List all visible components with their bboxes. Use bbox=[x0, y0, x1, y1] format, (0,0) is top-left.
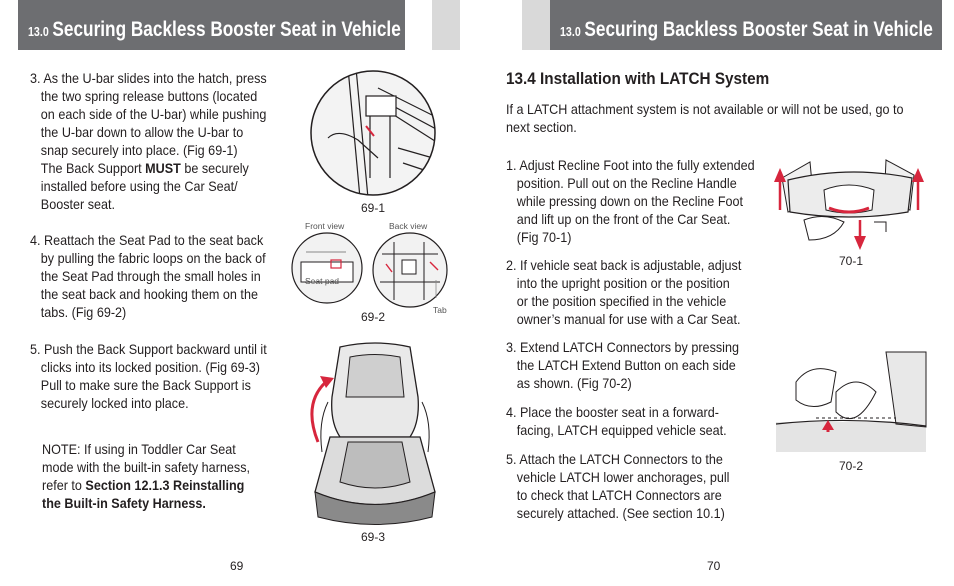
text-line: 4. Reattach the Seat Pad to the seat bac… bbox=[30, 232, 264, 248]
header-spacer-left bbox=[432, 0, 460, 50]
text-line: vehicle LATCH lower anchorages, pull bbox=[516, 469, 730, 485]
text-line: NOTE: If using in Toddler Car Seat bbox=[42, 441, 236, 457]
right-step-4: 4. Place the booster seat in a forward- … bbox=[506, 403, 727, 439]
text-line: position. Pull out on the Recline Handle bbox=[516, 175, 737, 191]
page-number-left: 69 bbox=[230, 559, 244, 573]
figure-69-3-car-seat bbox=[310, 342, 436, 525]
right-section-title: Securing Backless Booster Seat in Vehicl… bbox=[584, 18, 933, 41]
section-reference: the Built-in Safety Harness. bbox=[42, 495, 206, 511]
text-line: installed before using the Car Seat/ bbox=[40, 178, 238, 194]
tab-label: Tab bbox=[433, 305, 447, 315]
text-line: the LATCH Extend Button on each side bbox=[516, 357, 736, 373]
text-line: 3. As the U-bar slides into the hatch, p… bbox=[30, 70, 267, 86]
text-line: 5. Push the Back Support backward until … bbox=[30, 341, 267, 357]
text-line: 1. Adjust Recline Foot into the fully ex… bbox=[506, 157, 755, 173]
section-reference: Section 12.1.3 Reinstalling bbox=[85, 477, 245, 493]
text-line: snap securely into place. (Fig 69-1) bbox=[40, 142, 238, 158]
right-step-1: 1. Adjust Recline Foot into the fully ex… bbox=[506, 156, 755, 246]
right-section-number: 13.0 bbox=[560, 24, 581, 39]
figure-69-1-illustration bbox=[310, 70, 436, 196]
figure-69-2-front-view bbox=[291, 232, 363, 304]
right-step-3: 3. Extend LATCH Connectors by pressing t… bbox=[506, 338, 739, 392]
text-line: on each side of the U-bar) while pushing bbox=[40, 106, 267, 122]
text-line: tabs. (Fig 69-2) bbox=[40, 304, 127, 320]
left-note: NOTE: If using in Toddler Car Seat mode … bbox=[42, 440, 250, 512]
text-line: next section. bbox=[506, 119, 577, 135]
right-step-2: 2. If vehicle seat back is adjustable, a… bbox=[506, 256, 741, 328]
text-line: mode with the built-in safety harness, bbox=[42, 459, 251, 475]
figure-69-1-caption: 69-1 bbox=[361, 201, 386, 215]
text-run: The Back Support bbox=[40, 160, 146, 176]
right-step-5: 5. Attach the LATCH Connectors to the ve… bbox=[506, 450, 729, 522]
text-run: refer to bbox=[42, 477, 86, 493]
text-line: Booster seat. bbox=[40, 196, 116, 212]
text-line: securely locked into place. bbox=[40, 395, 189, 411]
right-header-bar: 13.0 Securing Backless Booster Seat in V… bbox=[550, 0, 942, 50]
text-line: the seat back and hooking them on the bbox=[40, 286, 258, 302]
text-line: If a LATCH attachment system is not avai… bbox=[506, 101, 904, 117]
text-line: as shown. (Fig 70-2) bbox=[516, 375, 632, 391]
left-section-title: Securing Backless Booster Seat in Vehicl… bbox=[52, 18, 401, 41]
text-line: or the position specified in the vehicle bbox=[516, 293, 727, 309]
left-section-number: 13.0 bbox=[28, 24, 49, 39]
note-ref-line: refer to Section 12.1.3 Reinstalling bbox=[42, 476, 250, 494]
figure-70-2-latch-extend bbox=[775, 351, 927, 452]
text-line: by pulling the fabric loops on the back … bbox=[40, 250, 266, 266]
figure-70-1-recline-foot bbox=[774, 159, 924, 250]
figure-69-3-caption: 69-3 bbox=[361, 530, 386, 544]
section-subtitle: 13.4 Installation with LATCH System bbox=[506, 69, 770, 88]
text-line: securely attached. (See section 10.1) bbox=[516, 505, 725, 521]
text-line: and lift up on the front of the Car Seat… bbox=[516, 211, 731, 227]
left-step-3: 3. As the U-bar slides into the hatch, p… bbox=[30, 69, 267, 213]
text-run: be securely bbox=[180, 160, 249, 176]
text-line: 3. Extend LATCH Connectors by pressing bbox=[506, 339, 739, 355]
text-line: Pull to make sure the Back Support is bbox=[40, 377, 251, 393]
header-spacer-right bbox=[522, 0, 550, 50]
text-line: 4. Place the booster seat in a forward- bbox=[506, 404, 719, 420]
seat-pad-label: Seat pad bbox=[305, 276, 340, 286]
left-step-4: 4. Reattach the Seat Pad to the seat bac… bbox=[30, 231, 266, 321]
text-line: while pressing down on the Recline Foot bbox=[516, 193, 744, 209]
back-view-label: Back view bbox=[389, 221, 428, 231]
text-line: facing, LATCH equipped vehicle seat. bbox=[516, 422, 727, 438]
must-line: The Back Support MUST be securely bbox=[30, 159, 267, 177]
text-line: the two spring release buttons (located bbox=[40, 88, 258, 104]
text-line: owner’s manual for use with a Car Seat. bbox=[516, 311, 741, 327]
figure-70-2-caption: 70-2 bbox=[839, 459, 864, 473]
figure-69-2-back-view bbox=[372, 232, 448, 308]
text-line: (Fig 70-1) bbox=[516, 229, 572, 245]
text-line: 5. Attach the LATCH Connectors to the bbox=[506, 451, 723, 467]
left-header-bar: 13.0 Securing Backless Booster Seat in V… bbox=[18, 0, 405, 50]
text-line: the Seat Pad through the small holes in bbox=[40, 268, 261, 284]
text-line: into the upright position or the positio… bbox=[516, 275, 730, 291]
figure-70-1-caption: 70-1 bbox=[839, 254, 864, 268]
must-emphasis: MUST bbox=[145, 160, 181, 176]
text-line: the U-bar down to allow the U-bar to bbox=[40, 124, 244, 140]
text-line: to check that LATCH Connectors are bbox=[516, 487, 722, 503]
page-number-right: 70 bbox=[707, 559, 721, 573]
front-view-label: Front view bbox=[305, 221, 345, 231]
text-line: 2. If vehicle seat back is adjustable, a… bbox=[506, 257, 742, 273]
latch-intro: If a LATCH attachment system is not avai… bbox=[506, 100, 904, 136]
note-ref-line-2: the Built-in Safety Harness. bbox=[42, 494, 250, 512]
figure-69-2-caption: 69-2 bbox=[361, 310, 386, 324]
left-step-5: 5. Push the Back Support backward until … bbox=[30, 340, 267, 412]
text-line: clicks into its locked position. (Fig 69… bbox=[40, 359, 260, 375]
